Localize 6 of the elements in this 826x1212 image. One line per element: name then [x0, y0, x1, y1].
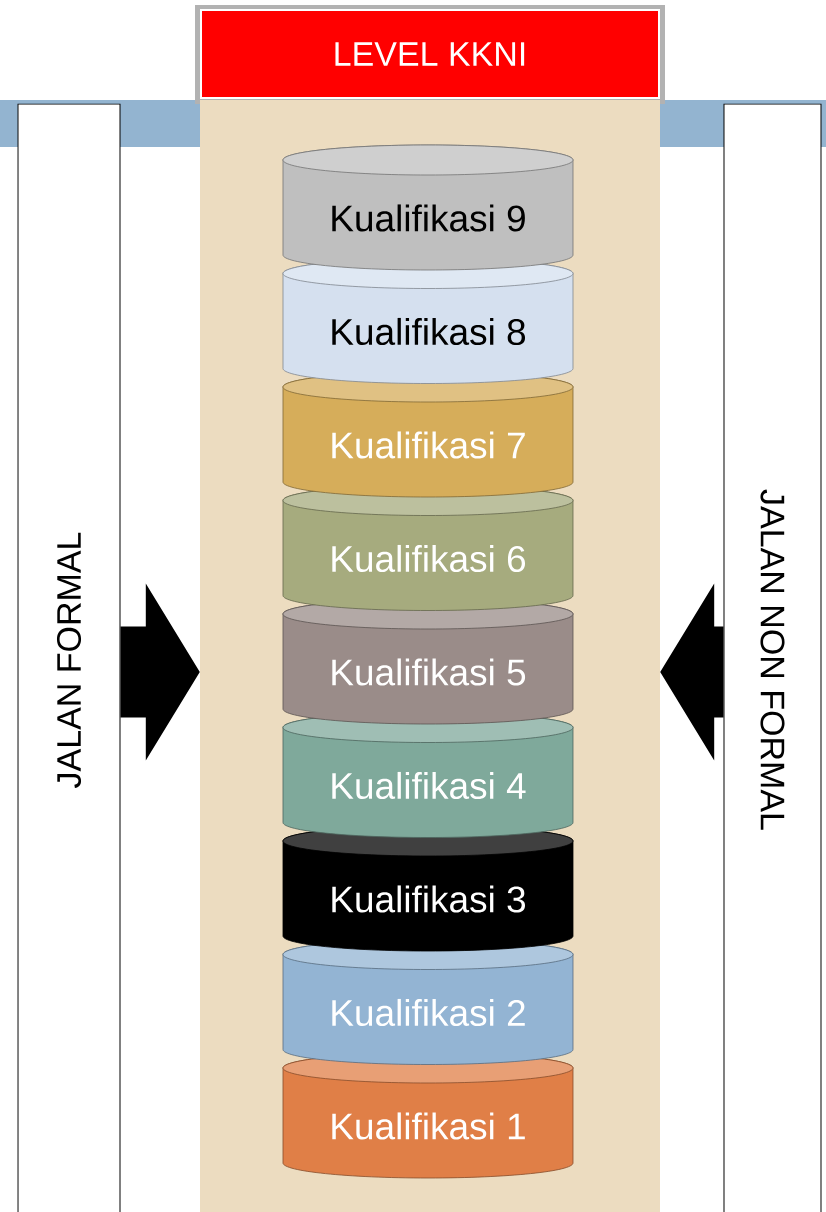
side-band: JALAN NON FORMAL	[723, 103, 822, 1212]
block-arrow	[120, 583, 200, 761]
title-box: LEVEL KKNI	[195, 5, 665, 104]
side-band: JALAN FORMAL	[17, 103, 121, 1212]
cylinder: Kualifikasi 9	[282, 144, 574, 271]
block-arrow	[660, 583, 724, 761]
